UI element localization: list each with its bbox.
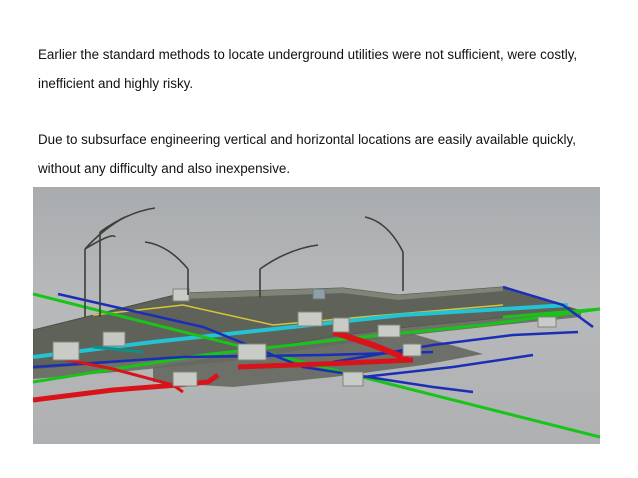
street-light	[364, 216, 404, 291]
utility-box	[52, 341, 80, 361]
pipe-green-long	[33, 307, 600, 384]
utility-box	[342, 371, 364, 387]
utility-box	[537, 316, 557, 328]
utility-box	[377, 324, 401, 338]
utility-box	[102, 331, 126, 347]
street-light	[259, 244, 319, 297]
paragraph-standard-methods: Earlier the standard methods to locate u…	[38, 47, 578, 91]
utility-box	[297, 311, 323, 327]
utility-box	[237, 343, 267, 361]
utility-box	[332, 317, 350, 333]
pipe-red-curve	[62, 357, 184, 394]
pipe-blue-d	[362, 353, 534, 379]
lower-sidewalk	[153, 334, 483, 387]
paragraph-subsurface-engineering: Due to subsurface engineering vertical a…	[38, 132, 576, 176]
utility-3d-model-image	[33, 187, 600, 444]
utility-box	[402, 343, 422, 357]
pipe-green-right	[502, 307, 600, 319]
pipe-red-right	[332, 329, 410, 362]
pipe-red-mid	[237, 357, 414, 370]
pipe-blue-c	[332, 330, 579, 364]
street-light	[144, 241, 189, 295]
street-light	[84, 207, 156, 317]
utility-box	[172, 288, 190, 302]
utility-box	[172, 371, 198, 387]
utility-box	[312, 288, 326, 300]
pipe-blue-right	[502, 285, 594, 329]
pipe-teal	[92, 345, 144, 354]
far-road-band	[183, 287, 503, 300]
